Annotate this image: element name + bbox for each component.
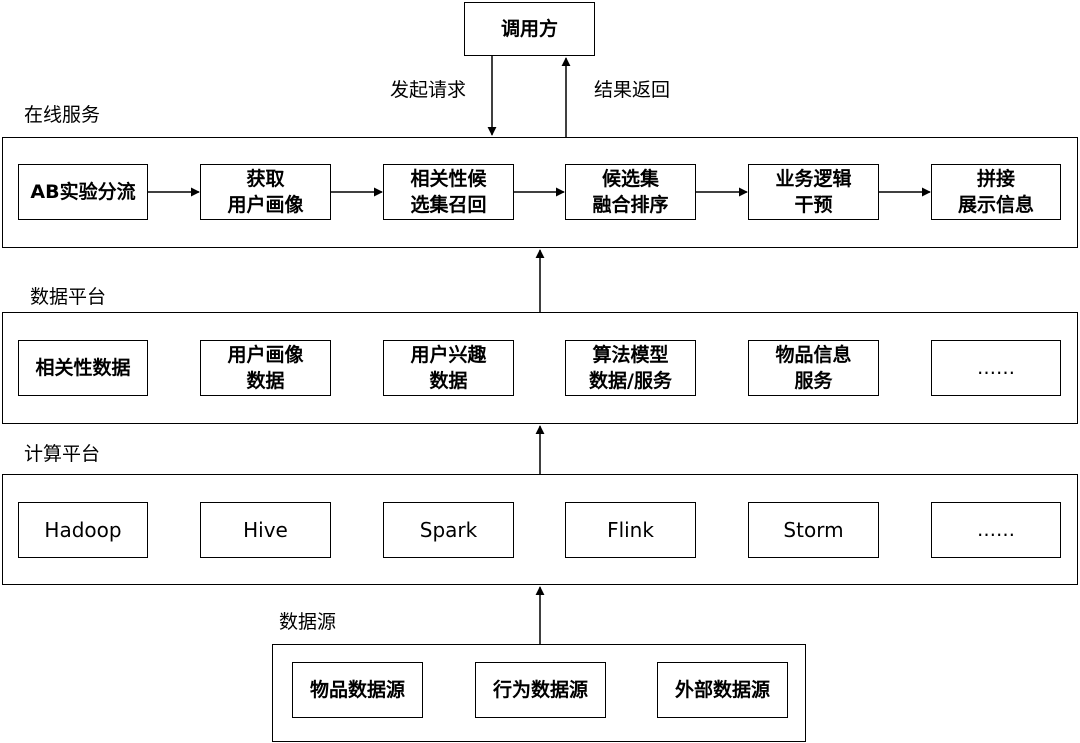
compute-item-label: Hadoop xyxy=(44,518,122,542)
step-label: 相关性候 选集召回 xyxy=(410,168,487,216)
step-label: 拼接 展示信息 xyxy=(957,168,1034,216)
data-item-label: 用户兴趣 数据 xyxy=(410,344,487,392)
source-item-label: 外部数据源 xyxy=(674,679,770,701)
step-business-logic: 业务逻辑 干预 xyxy=(748,164,879,220)
online-service-panel xyxy=(2,137,1078,248)
online-service-title: 在线服务 xyxy=(24,104,101,126)
source-item-behavior: 行为数据源 xyxy=(475,662,606,718)
compute-item-label: Hive xyxy=(243,518,288,542)
data-item-label: …… xyxy=(977,357,1015,379)
data-platform-title: 数据平台 xyxy=(30,286,107,308)
compute-item-hive: Hive xyxy=(200,502,331,558)
data-item-label: 物品信息 服务 xyxy=(775,344,852,392)
caller-label: 调用方 xyxy=(500,18,558,40)
data-item-label: 相关性数据 xyxy=(35,357,131,379)
compute-item-label: Spark xyxy=(419,518,478,542)
source-item-items: 物品数据源 xyxy=(292,662,423,718)
compute-platform-title: 计算平台 xyxy=(24,443,101,465)
step-label: AB实验分流 xyxy=(30,181,136,203)
data-item-user-profile: 用户画像 数据 xyxy=(200,340,331,396)
source-item-label: 行为数据源 xyxy=(492,679,588,701)
data-platform-panel xyxy=(2,312,1078,424)
step-relevance-recall: 相关性候 选集召回 xyxy=(383,164,514,220)
data-item-algorithm-model: 算法模型 数据/服务 xyxy=(565,340,696,396)
data-item-label: 用户画像 数据 xyxy=(227,344,304,392)
step-fusion-ranking: 候选集 融合排序 xyxy=(565,164,696,220)
compute-item-label: Storm xyxy=(783,518,844,542)
data-item-relevance: 相关性数据 xyxy=(18,340,148,396)
request-arrow-label: 发起请求 xyxy=(390,79,467,101)
source-item-external: 外部数据源 xyxy=(657,662,788,718)
caller-box: 调用方 xyxy=(464,2,595,56)
step-get-user-profile: 获取 用户画像 xyxy=(200,164,331,220)
compute-item-label: Flink xyxy=(607,518,654,542)
compute-item-storm: Storm xyxy=(748,502,879,558)
compute-item-more: …… xyxy=(931,502,1061,558)
compute-platform-panel xyxy=(2,474,1078,585)
step-assemble-display: 拼接 展示信息 xyxy=(931,164,1061,220)
data-item-more: …… xyxy=(931,340,1061,396)
data-source-title: 数据源 xyxy=(279,611,337,633)
compute-item-label: …… xyxy=(977,519,1015,541)
data-item-item-info: 物品信息 服务 xyxy=(748,340,879,396)
step-label: 获取 用户画像 xyxy=(227,168,304,216)
step-label: 业务逻辑 干预 xyxy=(775,168,852,216)
compute-item-flink: Flink xyxy=(565,502,696,558)
step-ab-split: AB实验分流 xyxy=(18,164,148,220)
compute-item-spark: Spark xyxy=(383,502,514,558)
step-label: 候选集 融合排序 xyxy=(592,168,669,216)
source-item-label: 物品数据源 xyxy=(309,679,405,701)
data-item-user-interest: 用户兴趣 数据 xyxy=(383,340,514,396)
result-arrow-label: 结果返回 xyxy=(594,79,671,101)
compute-item-hadoop: Hadoop xyxy=(18,502,148,558)
data-item-label: 算法模型 数据/服务 xyxy=(589,344,672,392)
